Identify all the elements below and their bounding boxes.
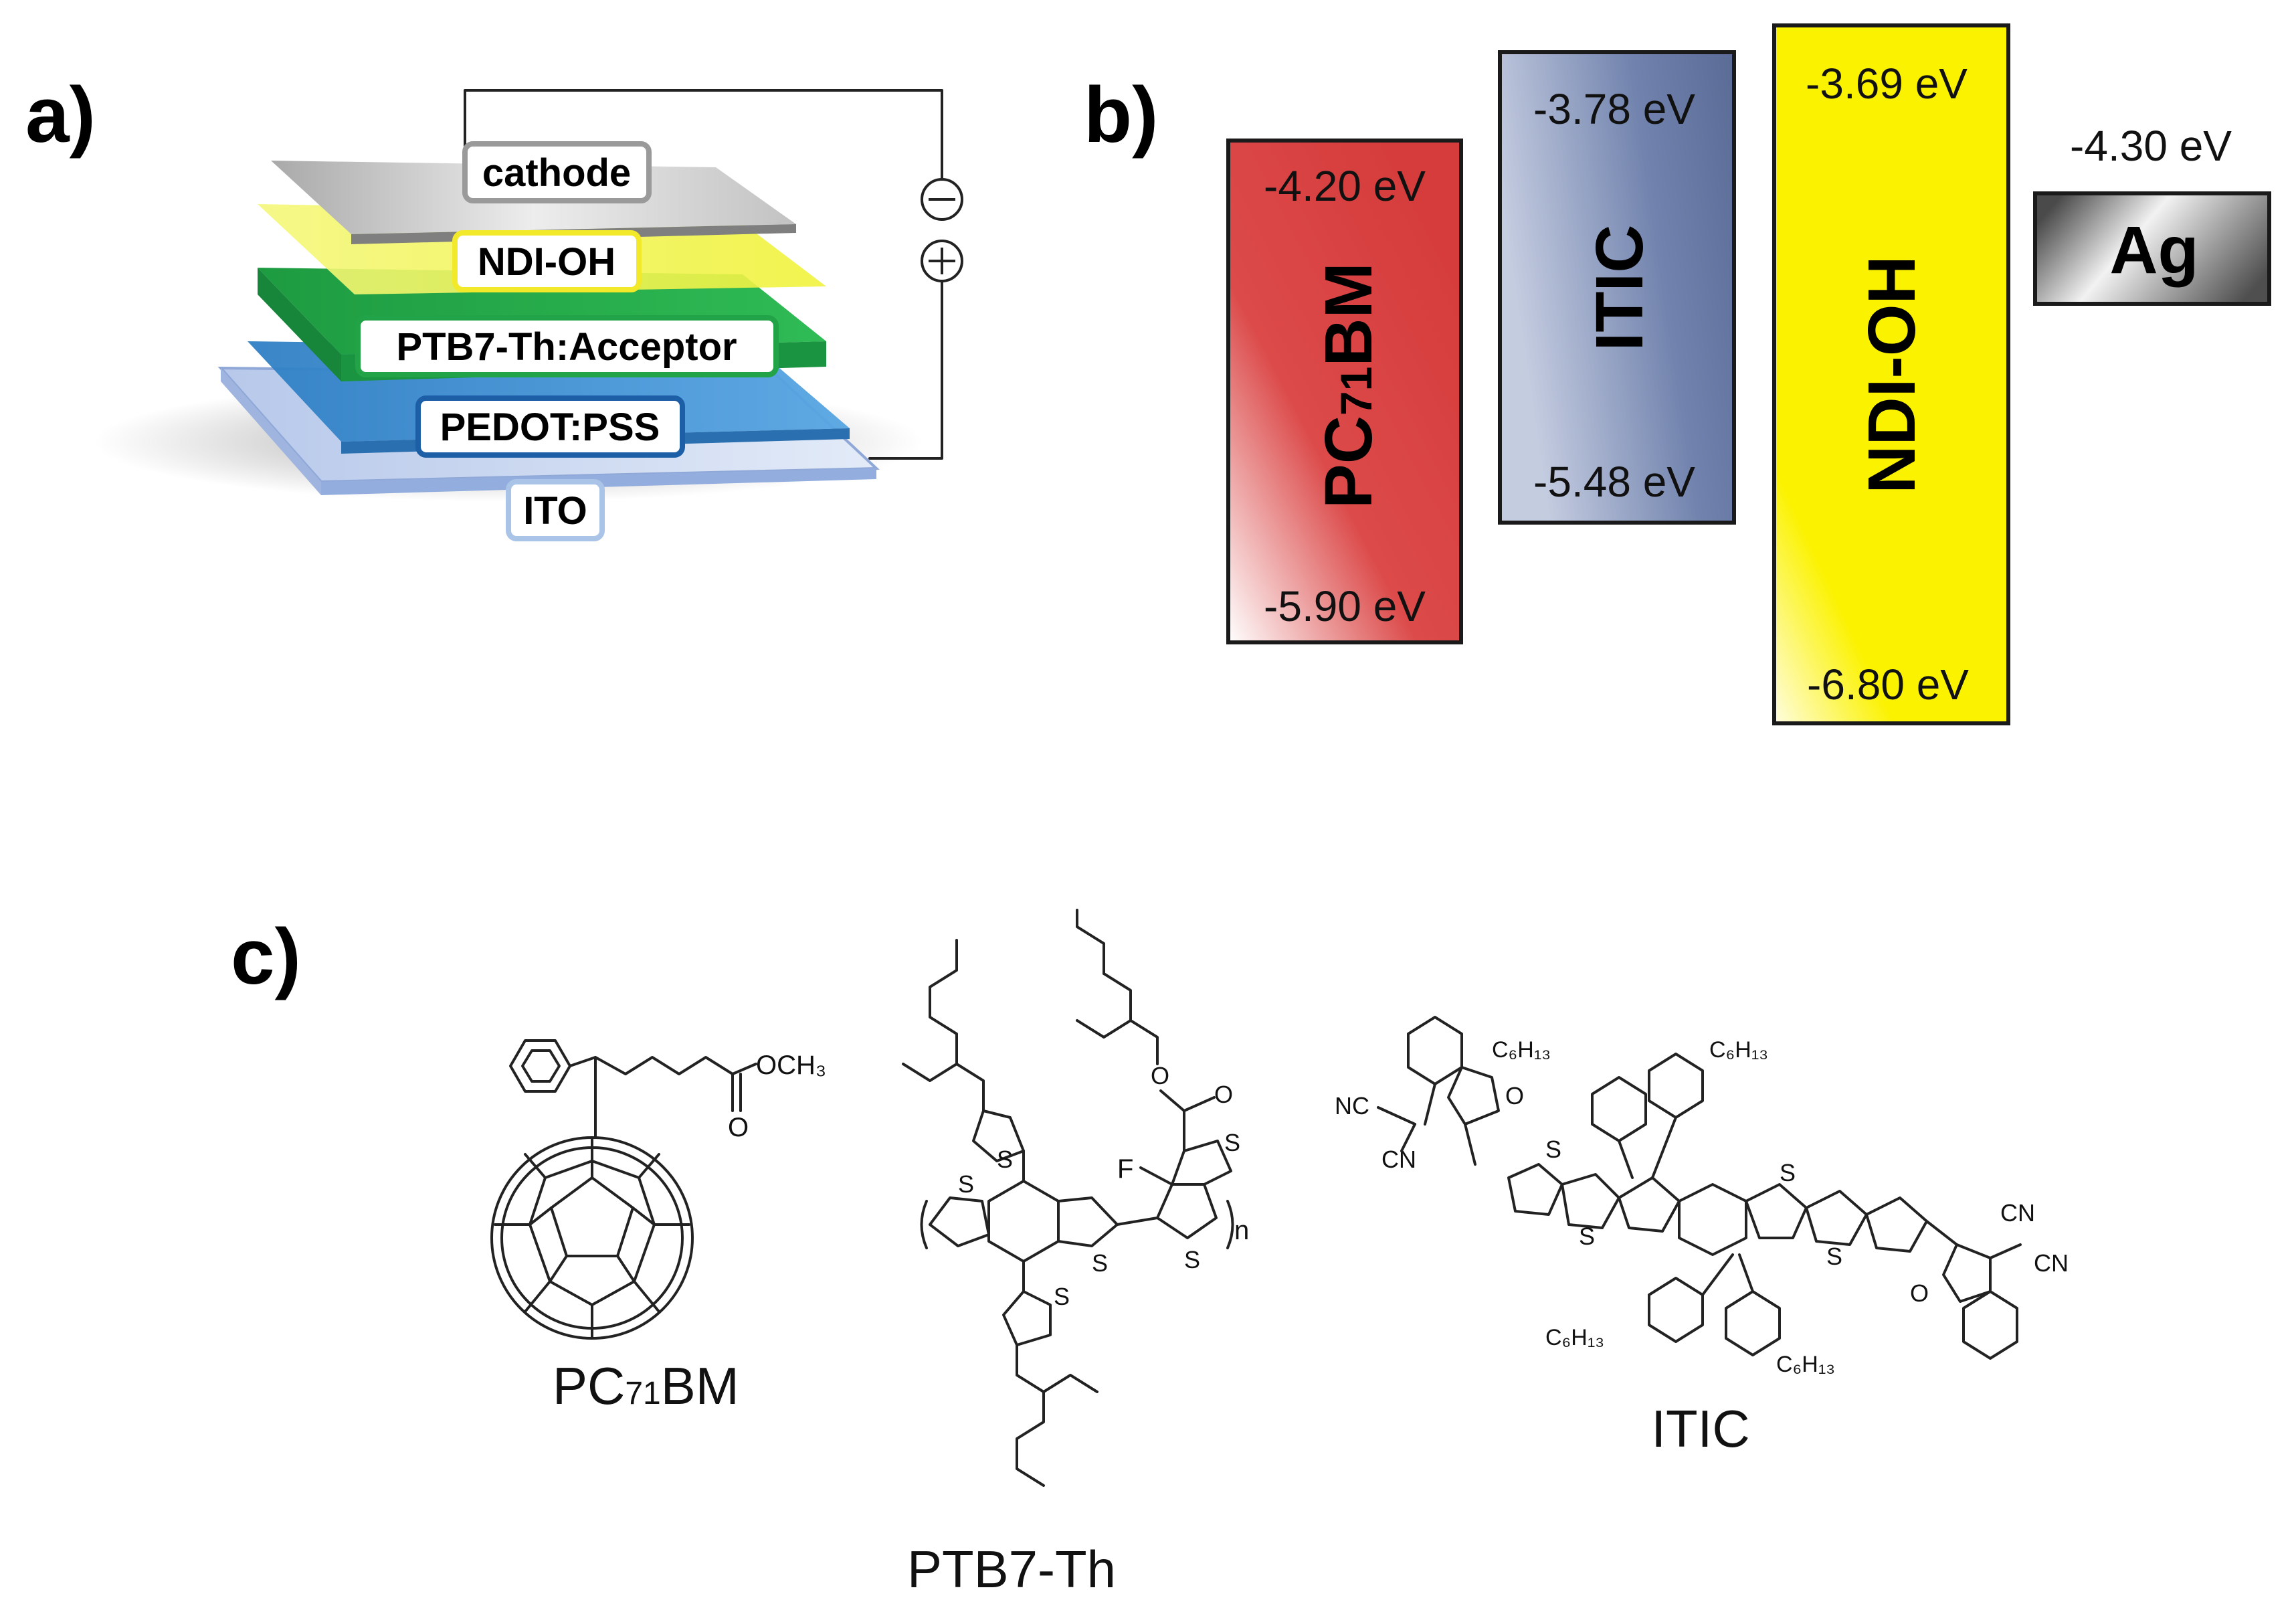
ag-work-function: -4.30 eV bbox=[2070, 122, 2232, 170]
ag-name: Ag bbox=[2109, 213, 2198, 288]
svg-text:S: S bbox=[1224, 1129, 1240, 1156]
ptb7-th-structure: n S S S S F O O S bbox=[902, 909, 1249, 1599]
ndi-oh-name: NDI-OH bbox=[1854, 256, 1929, 494]
fullerene-cage-icon bbox=[490, 1136, 694, 1340]
panel-a: a) bbox=[25, 71, 963, 541]
pcbm-name: PC71BM bbox=[1311, 262, 1386, 509]
svg-text:NDI-OH: NDI-OH bbox=[478, 240, 615, 284]
itic-name-c: ITIC bbox=[1651, 1399, 1749, 1458]
svg-text:S: S bbox=[1184, 1246, 1200, 1273]
svg-text:C₆H₁₃: C₆H₁₃ bbox=[1545, 1325, 1604, 1350]
pcbm-energy-bar: -4.20 eV -5.90 eV PC71BM bbox=[1226, 139, 1463, 644]
pcbm-homo: -5.90 eV bbox=[1264, 582, 1426, 630]
ptb7-th-name: PTB7-Th bbox=[907, 1540, 1116, 1599]
svg-text:PEDOT:PSS: PEDOT:PSS bbox=[440, 406, 660, 449]
circuit-wire bbox=[464, 89, 963, 460]
svg-text:CN: CN bbox=[2034, 1249, 2069, 1277]
svg-text:S: S bbox=[1780, 1159, 1796, 1186]
svg-text:S: S bbox=[958, 1170, 974, 1198]
svg-text:O: O bbox=[1214, 1081, 1233, 1108]
panel-b: b) -4.20 eV -5.90 eV PC71BM -3.78 eV -5.… bbox=[1084, 23, 2271, 725]
svg-text:S: S bbox=[1092, 1249, 1108, 1277]
svg-text:S: S bbox=[1054, 1283, 1070, 1310]
plus-terminal-icon bbox=[921, 240, 963, 282]
svg-text:cathode: cathode bbox=[482, 151, 631, 195]
svg-text:C₆H₁₃: C₆H₁₃ bbox=[1709, 1037, 1768, 1063]
itic-name: ITIC bbox=[1582, 225, 1657, 351]
itic-structure: O NC CN S S S S O CN bbox=[1335, 1016, 2069, 1458]
svg-text:F: F bbox=[1117, 1154, 1133, 1184]
svg-text:CN: CN bbox=[2000, 1199, 2035, 1227]
svg-text:O: O bbox=[1910, 1279, 1929, 1307]
phenyl-ring-icon bbox=[509, 1039, 571, 1093]
svg-text:ITO: ITO bbox=[523, 489, 587, 533]
svg-text:PTB7-Th:Acceptor: PTB7-Th:Acceptor bbox=[396, 325, 737, 369]
svg-text:OCH₃: OCH₃ bbox=[756, 1051, 826, 1080]
svg-text:NC: NC bbox=[1335, 1092, 1369, 1120]
active-layer-label: PTB7-Th:Acceptor bbox=[355, 315, 779, 377]
panel-c-label: c) bbox=[231, 913, 301, 1001]
ndi-oh-homo: -6.80 eV bbox=[1807, 660, 1969, 709]
svg-text:S: S bbox=[1579, 1223, 1595, 1250]
panel-c: c) bbox=[231, 909, 2069, 1599]
pcbm-lumo: -4.20 eV bbox=[1264, 162, 1426, 210]
svg-text:S: S bbox=[997, 1146, 1013, 1173]
pcbm-structure: OCH₃ O PC71BM bbox=[490, 1039, 826, 1415]
svg-text:O: O bbox=[1505, 1082, 1524, 1109]
pcbm-name-c: PC71BM bbox=[553, 1356, 739, 1415]
svg-text:S: S bbox=[1826, 1243, 1842, 1270]
cathode-label: cathode bbox=[462, 141, 652, 203]
svg-text:n: n bbox=[1234, 1216, 1249, 1245]
svg-text:CN: CN bbox=[1381, 1146, 1416, 1173]
ndi-oh-label: NDI-OH bbox=[452, 230, 642, 292]
panel-a-label: a) bbox=[25, 71, 96, 159]
panel-b-label: b) bbox=[1084, 71, 1158, 159]
ito-label: ITO bbox=[506, 479, 605, 541]
svg-text:O: O bbox=[1151, 1062, 1169, 1089]
ndi-oh-energy-bar: -3.69 eV -6.80 eV NDI-OH bbox=[1772, 23, 2010, 725]
svg-text:O: O bbox=[728, 1113, 749, 1142]
svg-text:C₆H₁₃: C₆H₁₃ bbox=[1776, 1352, 1835, 1377]
svg-text:C₆H₁₃: C₆H₁₃ bbox=[1492, 1037, 1551, 1063]
itic-homo: -5.48 eV bbox=[1533, 458, 1695, 506]
itic-energy-bar: -3.78 eV -5.48 eV ITIC bbox=[1498, 50, 1736, 525]
svg-text:S: S bbox=[1545, 1136, 1561, 1163]
pedot-pss-label: PEDOT:PSS bbox=[415, 395, 685, 458]
itic-lumo: -3.78 eV bbox=[1533, 85, 1695, 133]
ndi-oh-lumo: -3.69 eV bbox=[1806, 60, 1968, 108]
ag-energy-bar: -4.30 eV Ag bbox=[2033, 122, 2271, 306]
minus-terminal-icon bbox=[921, 178, 963, 221]
